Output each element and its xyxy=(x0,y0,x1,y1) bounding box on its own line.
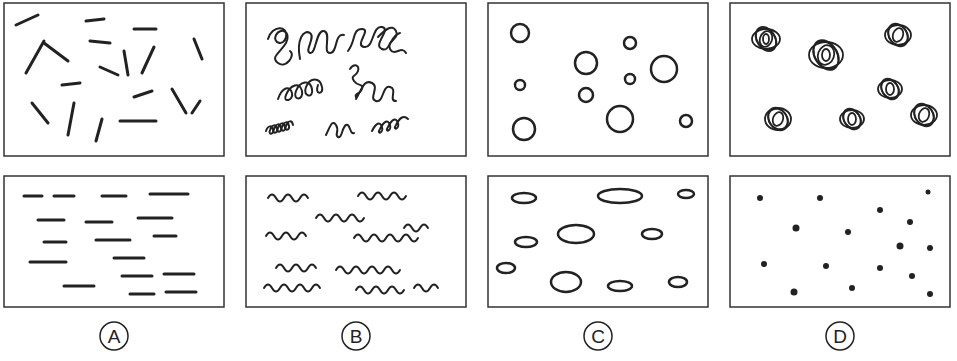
spherical-domains xyxy=(511,24,692,140)
panel-letter: C xyxy=(583,327,613,346)
panel-letter: B xyxy=(341,327,371,346)
panel-letter: D xyxy=(825,327,855,346)
label-rings xyxy=(100,322,854,350)
panel-frames xyxy=(4,3,950,307)
random-rods xyxy=(16,15,202,141)
tangled-globules xyxy=(751,20,938,134)
stretched-chains xyxy=(264,193,438,294)
coiled-chains xyxy=(266,27,408,137)
collapsed-dots xyxy=(757,190,933,298)
elongated-domains xyxy=(497,189,694,292)
aligned-rods xyxy=(24,194,196,294)
panel-letter: A xyxy=(99,327,129,346)
